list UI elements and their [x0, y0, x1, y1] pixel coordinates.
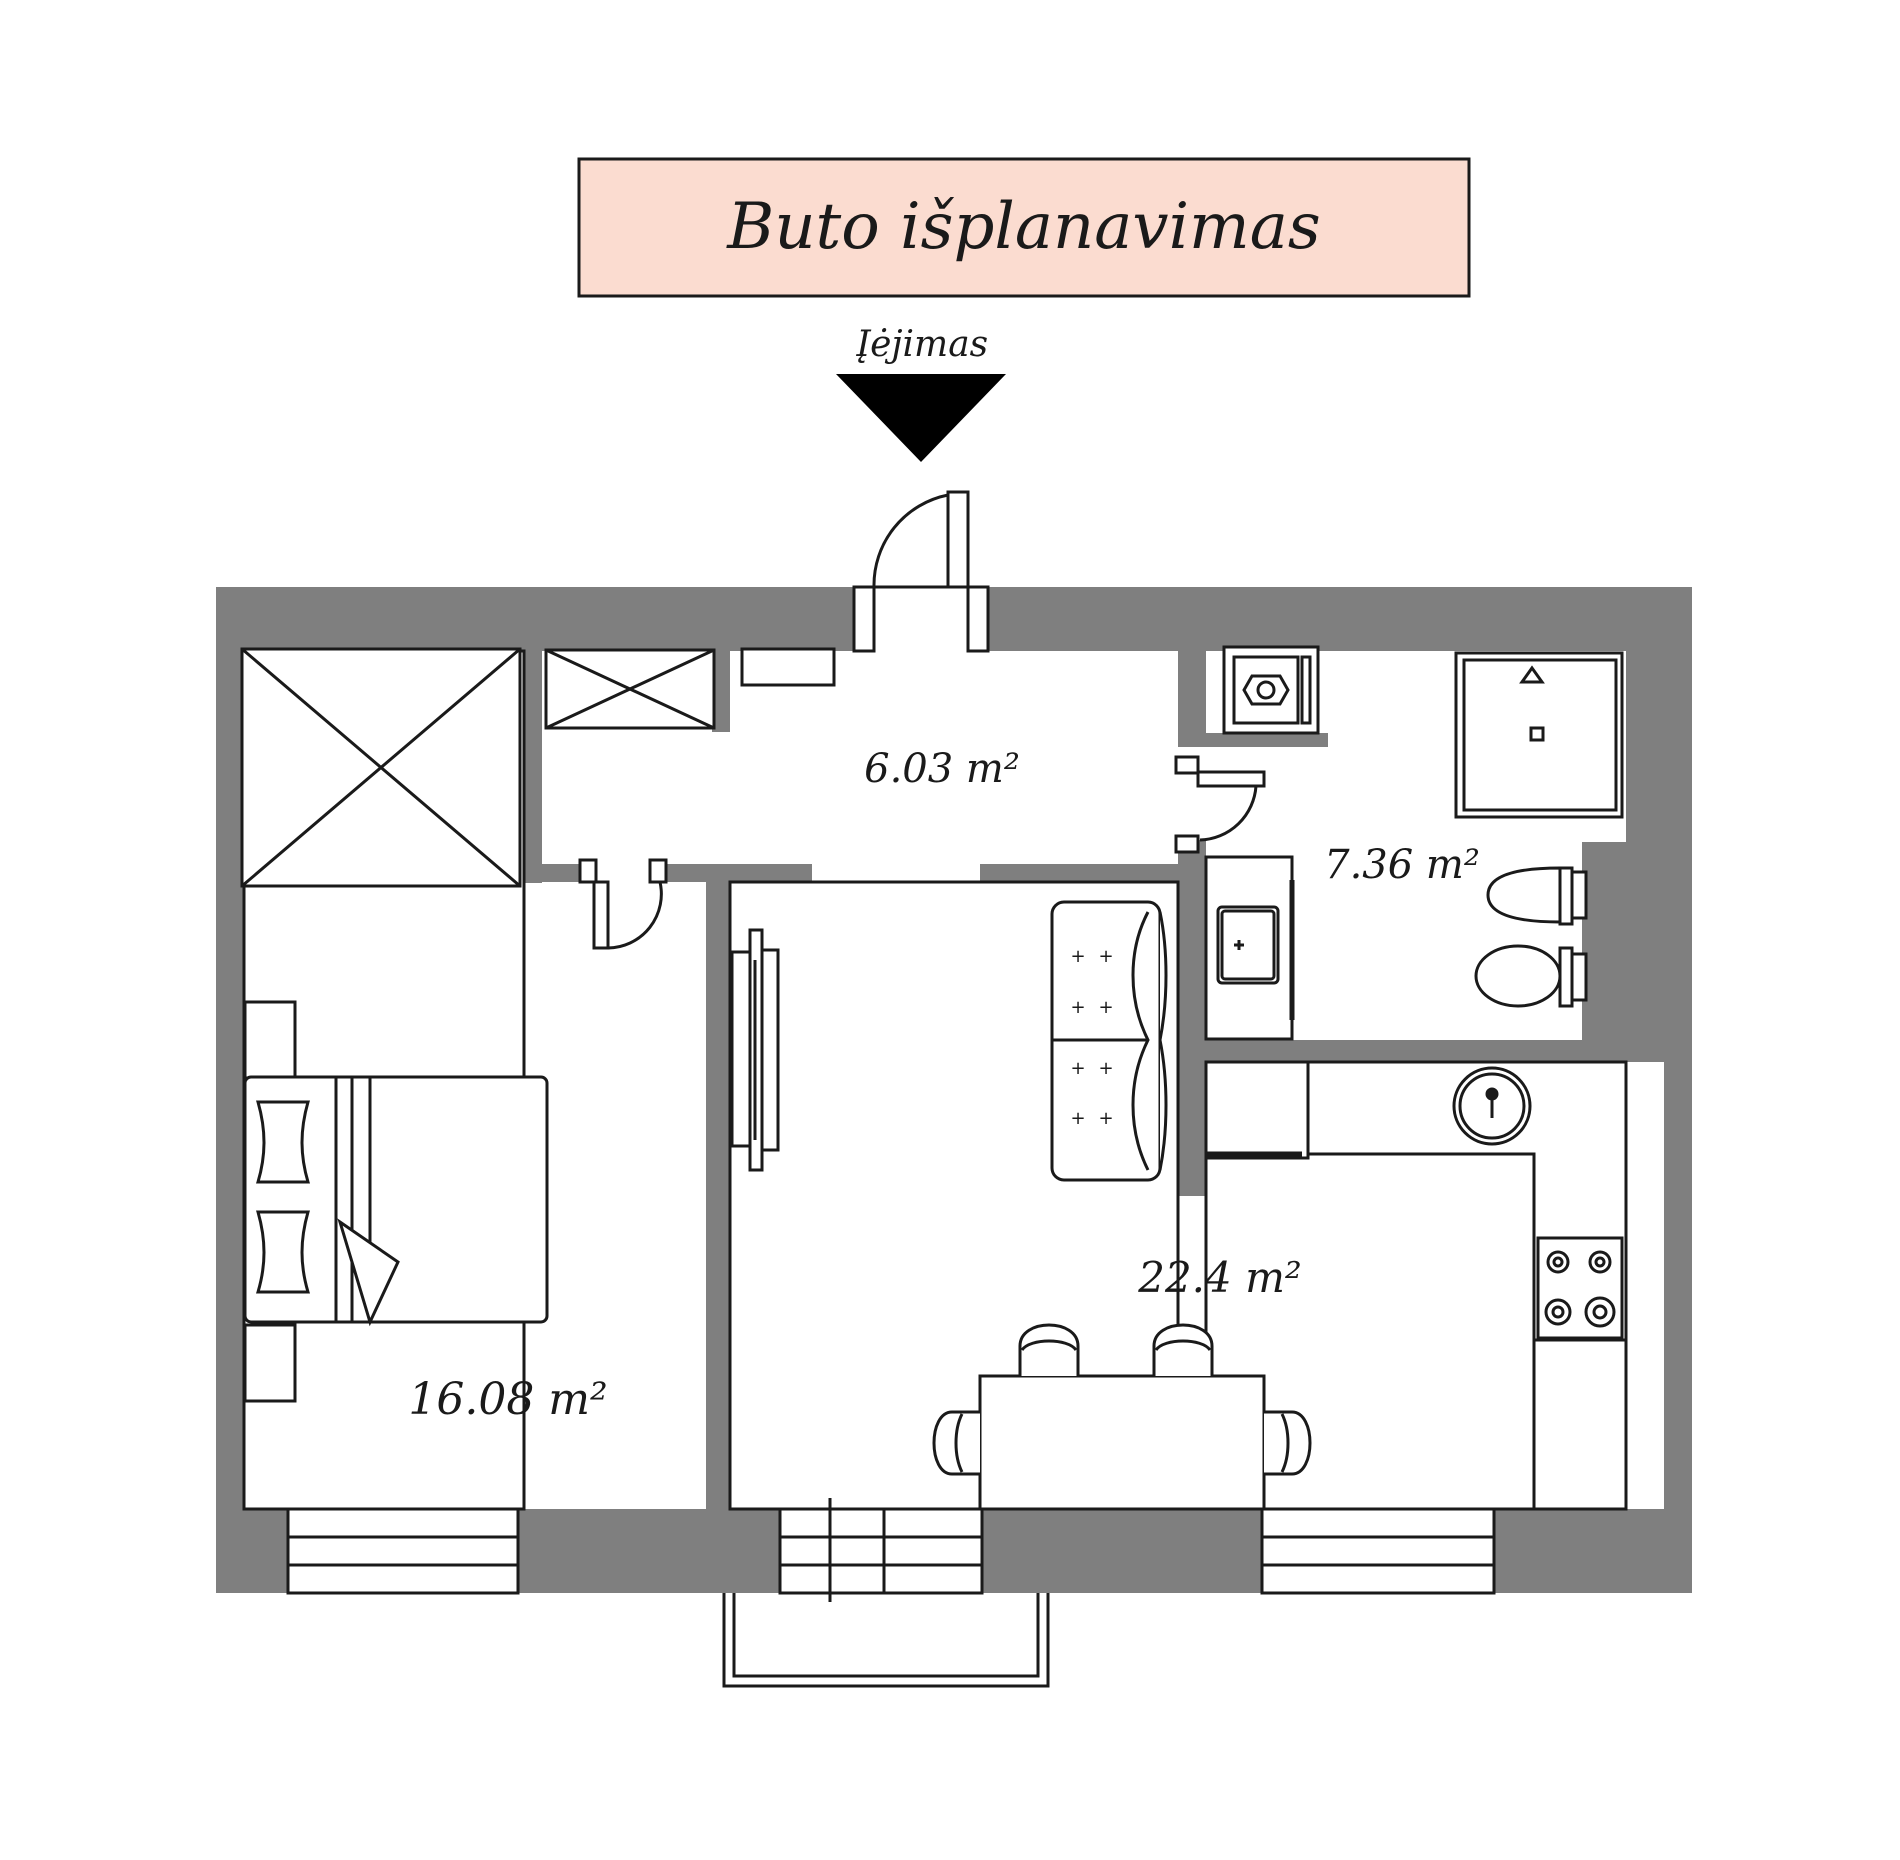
shower-cabin — [1454, 651, 1624, 819]
entrance-label: Įėjimas — [856, 324, 988, 365]
living-window — [1260, 1507, 1496, 1595]
bedroom-door — [578, 858, 668, 950]
hall-area-label: 6.03 m² — [864, 746, 1020, 792]
double-bed — [243, 1000, 549, 1403]
kitchen-counter — [1306, 1060, 1628, 1511]
svg-text:+: + — [1070, 946, 1085, 967]
living-kitchen-area-label: 22.4 m² — [1137, 1253, 1302, 1302]
bedroom-area-label: 16.08 m² — [408, 1374, 607, 1425]
washing-machine — [1222, 645, 1320, 735]
toilet — [1486, 866, 1588, 926]
svg-text:+: + — [1070, 1058, 1085, 1079]
hall-wardrobe — [544, 648, 716, 730]
wardrobe-large — [240, 647, 522, 888]
balcony-door — [778, 1498, 984, 1602]
bidet — [1474, 944, 1588, 1008]
sofa-tufting: + + + + + + + + — [1070, 946, 1113, 1129]
svg-text:+: + — [1098, 997, 1113, 1018]
entrance-door — [852, 490, 990, 653]
plan-title: Buto išplanavimas — [726, 190, 1320, 264]
dining-chairs — [932, 1323, 1312, 1476]
svg-text:+: + — [1098, 1058, 1113, 1079]
balcony — [722, 1593, 1050, 1688]
tv-unit — [730, 928, 780, 1172]
kitchen-sink — [1452, 1066, 1532, 1146]
sofa — [1050, 900, 1168, 1182]
bathroom-door — [1174, 747, 1266, 854]
title-banner: Buto išplanavimas — [577, 157, 1471, 298]
bathroom-area-label: 7.36 m² — [1324, 842, 1480, 888]
dining-table — [978, 1374, 1266, 1511]
svg-text:+: + — [1070, 997, 1085, 1018]
entrance-arrow-icon — [836, 374, 1006, 462]
bathroom-sink-cabinet — [1204, 855, 1295, 1041]
svg-text:+: + — [1098, 946, 1113, 967]
svg-text:+: + — [1098, 1108, 1113, 1129]
shoe-cabinet — [740, 647, 836, 687]
svg-text:+: + — [1070, 1108, 1085, 1129]
cooktop — [1536, 1236, 1624, 1340]
fridge — [1204, 1060, 1310, 1160]
bedroom-window — [286, 1507, 520, 1595]
